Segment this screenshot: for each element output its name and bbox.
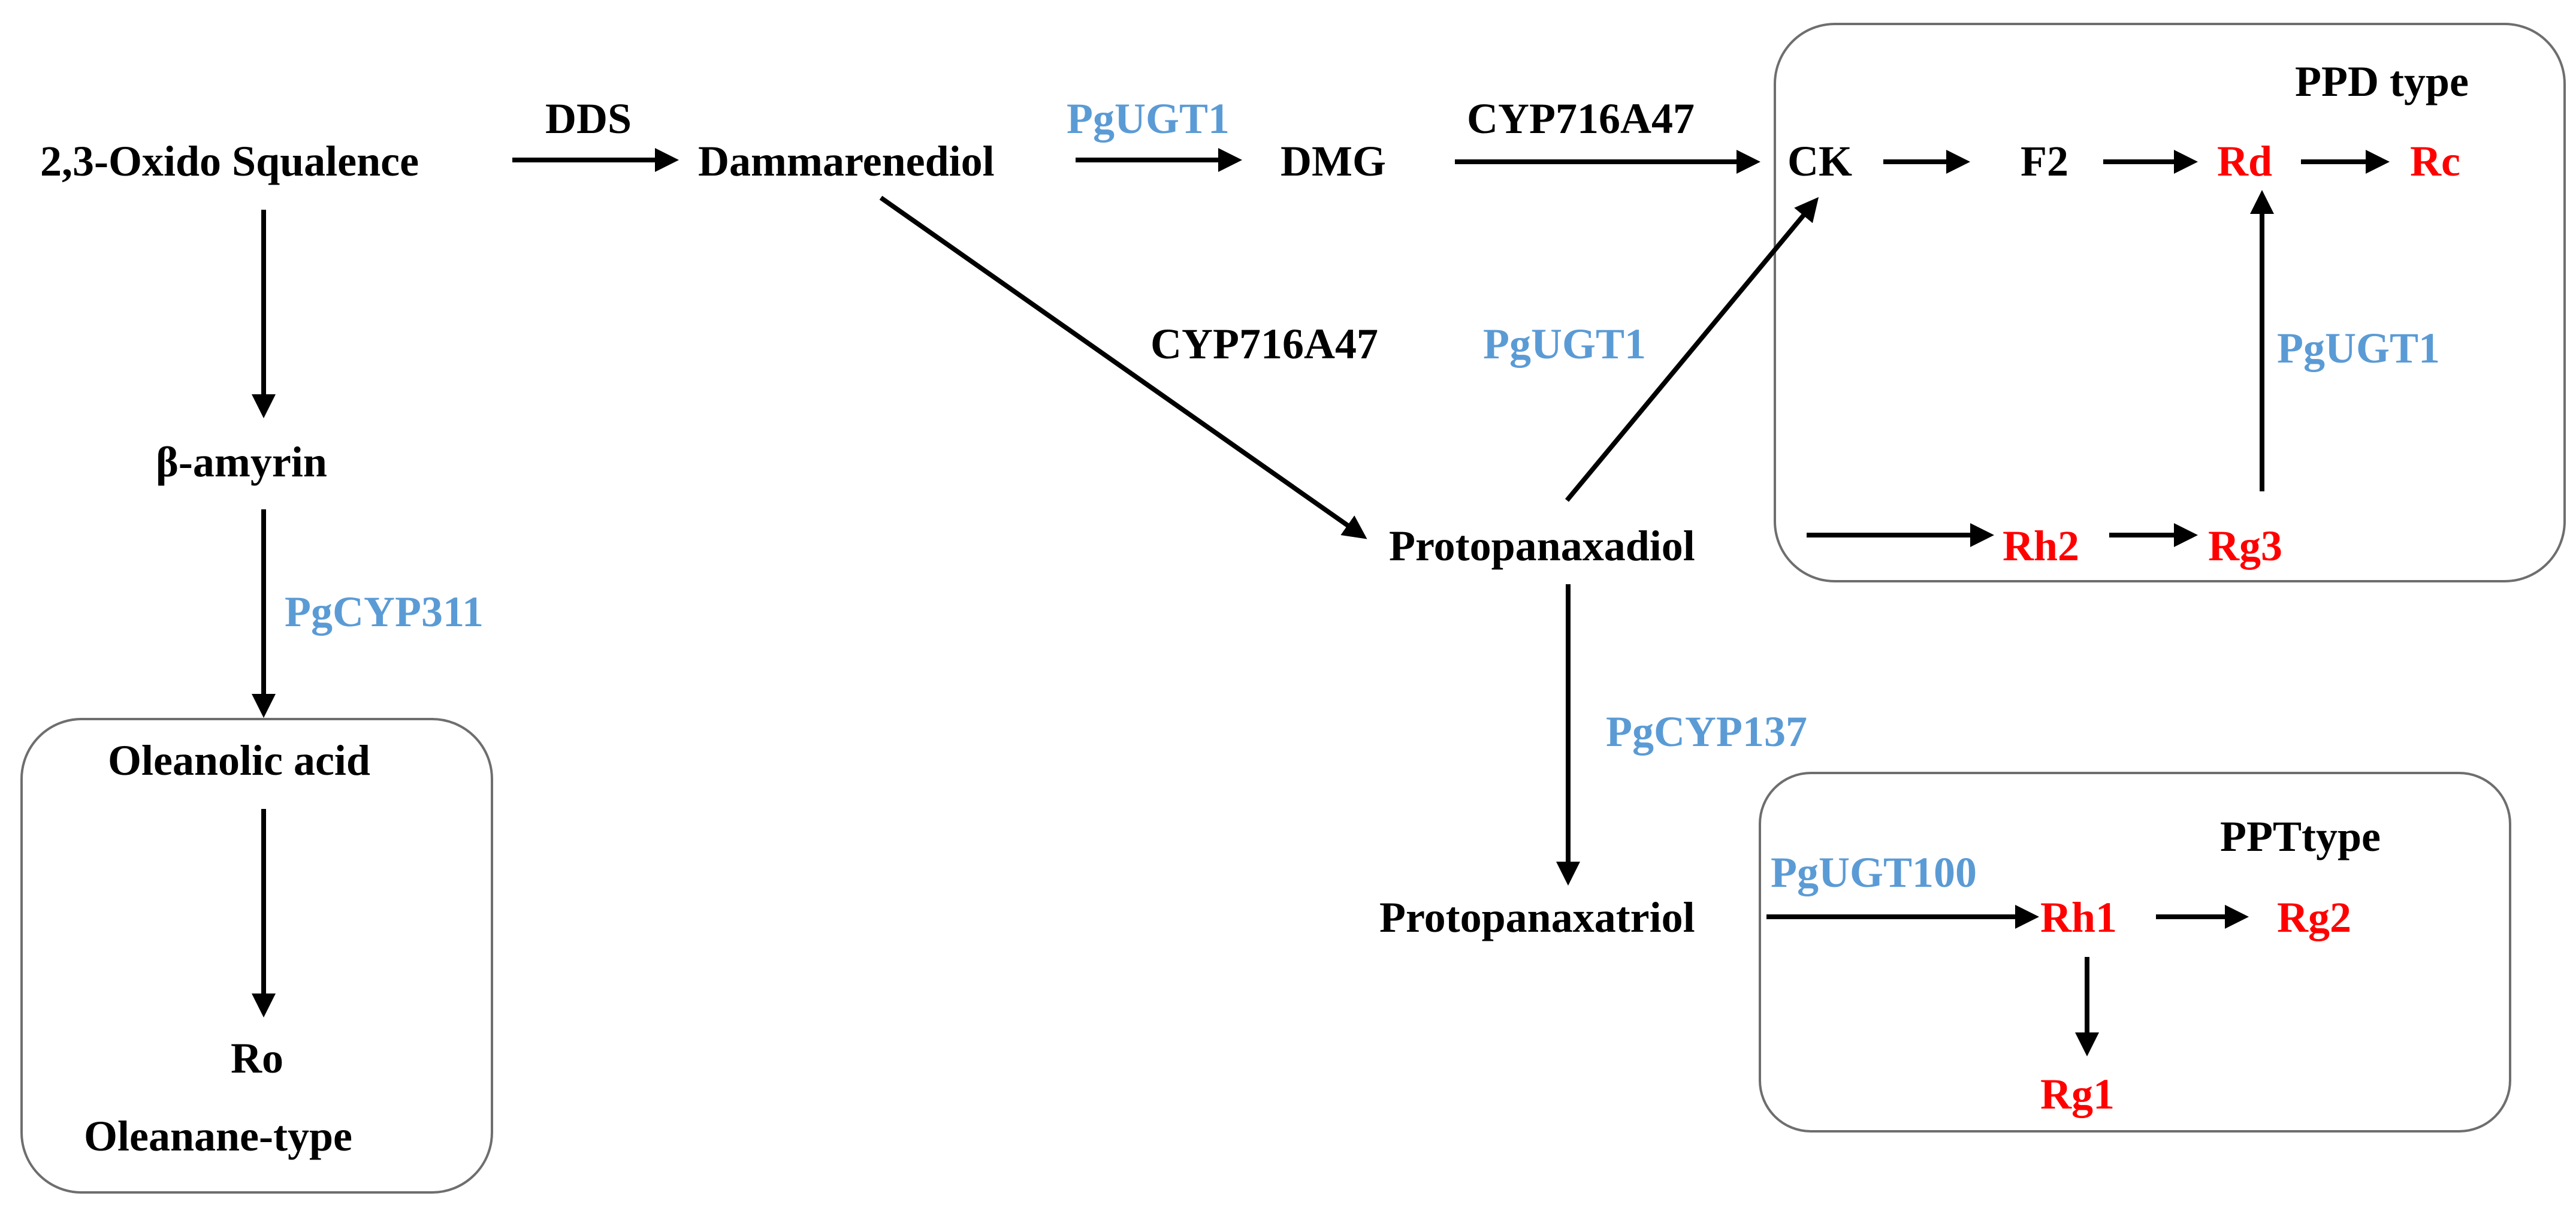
node-rh2: Rh2 [2003, 522, 2079, 570]
node-protopanaxadiol: Protopanaxadiol [1389, 522, 1695, 570]
enzyme-pgugt1-ck: PgUGT1 [1483, 320, 1646, 368]
enzyme-cyp716a47-diag: CYP716A47 [1150, 320, 1378, 368]
node-rg2: Rg2 [2277, 893, 2351, 941]
node-f2: F2 [2021, 137, 2068, 185]
node-dammarenediol: Dammarenediol [698, 137, 995, 185]
arrow-dammarenediol-to-protopanaxadiol [879, 195, 1367, 539]
enzyme-pgugt1-dmg: PgUGT1 [1067, 95, 1230, 143]
enzyme-cyp716a47-top: CYP716A47 [1467, 95, 1695, 143]
arrow-protopanaxadiol-to-ck [1565, 197, 1819, 502]
oleanane-type-box [20, 718, 493, 1194]
node-ck: CK [1787, 137, 1852, 185]
ppt-type-box [1759, 772, 2511, 1133]
node-oxido-squalene: 2,3-Oxido Squalence [40, 137, 419, 185]
node-dmg: DMG [1281, 137, 1386, 185]
oleanane-type-label: Oleanane-type [84, 1112, 352, 1160]
node-beta-amyrin: β-amyrin [156, 438, 327, 486]
ppt-type-label: PPTtype [2220, 813, 2381, 860]
ppd-type-label: PPD type [2295, 58, 2469, 105]
node-ro: Ro [231, 1034, 283, 1082]
ppd-type-box [1774, 23, 2566, 582]
node-rg3: Rg3 [2208, 522, 2282, 570]
node-rh1: Rh1 [2040, 893, 2117, 941]
node-rd: Rd [2217, 137, 2272, 185]
enzyme-pgugt1-rd: PgUGT1 [2277, 324, 2440, 372]
node-rc: Rc [2410, 137, 2460, 185]
enzyme-dds: DDS [545, 95, 632, 143]
enzyme-pgcyp311: PgCYP311 [285, 588, 484, 636]
node-protopanaxatriol: Protopanaxatriol [1379, 893, 1695, 941]
enzyme-pgugt100: PgUGT100 [1771, 848, 1977, 896]
node-oleanolic-acid: Oleanolic acid [108, 736, 370, 784]
node-rg1: Rg1 [2040, 1070, 2115, 1118]
enzyme-pgcyp137: PgCYP137 [1606, 708, 1807, 756]
